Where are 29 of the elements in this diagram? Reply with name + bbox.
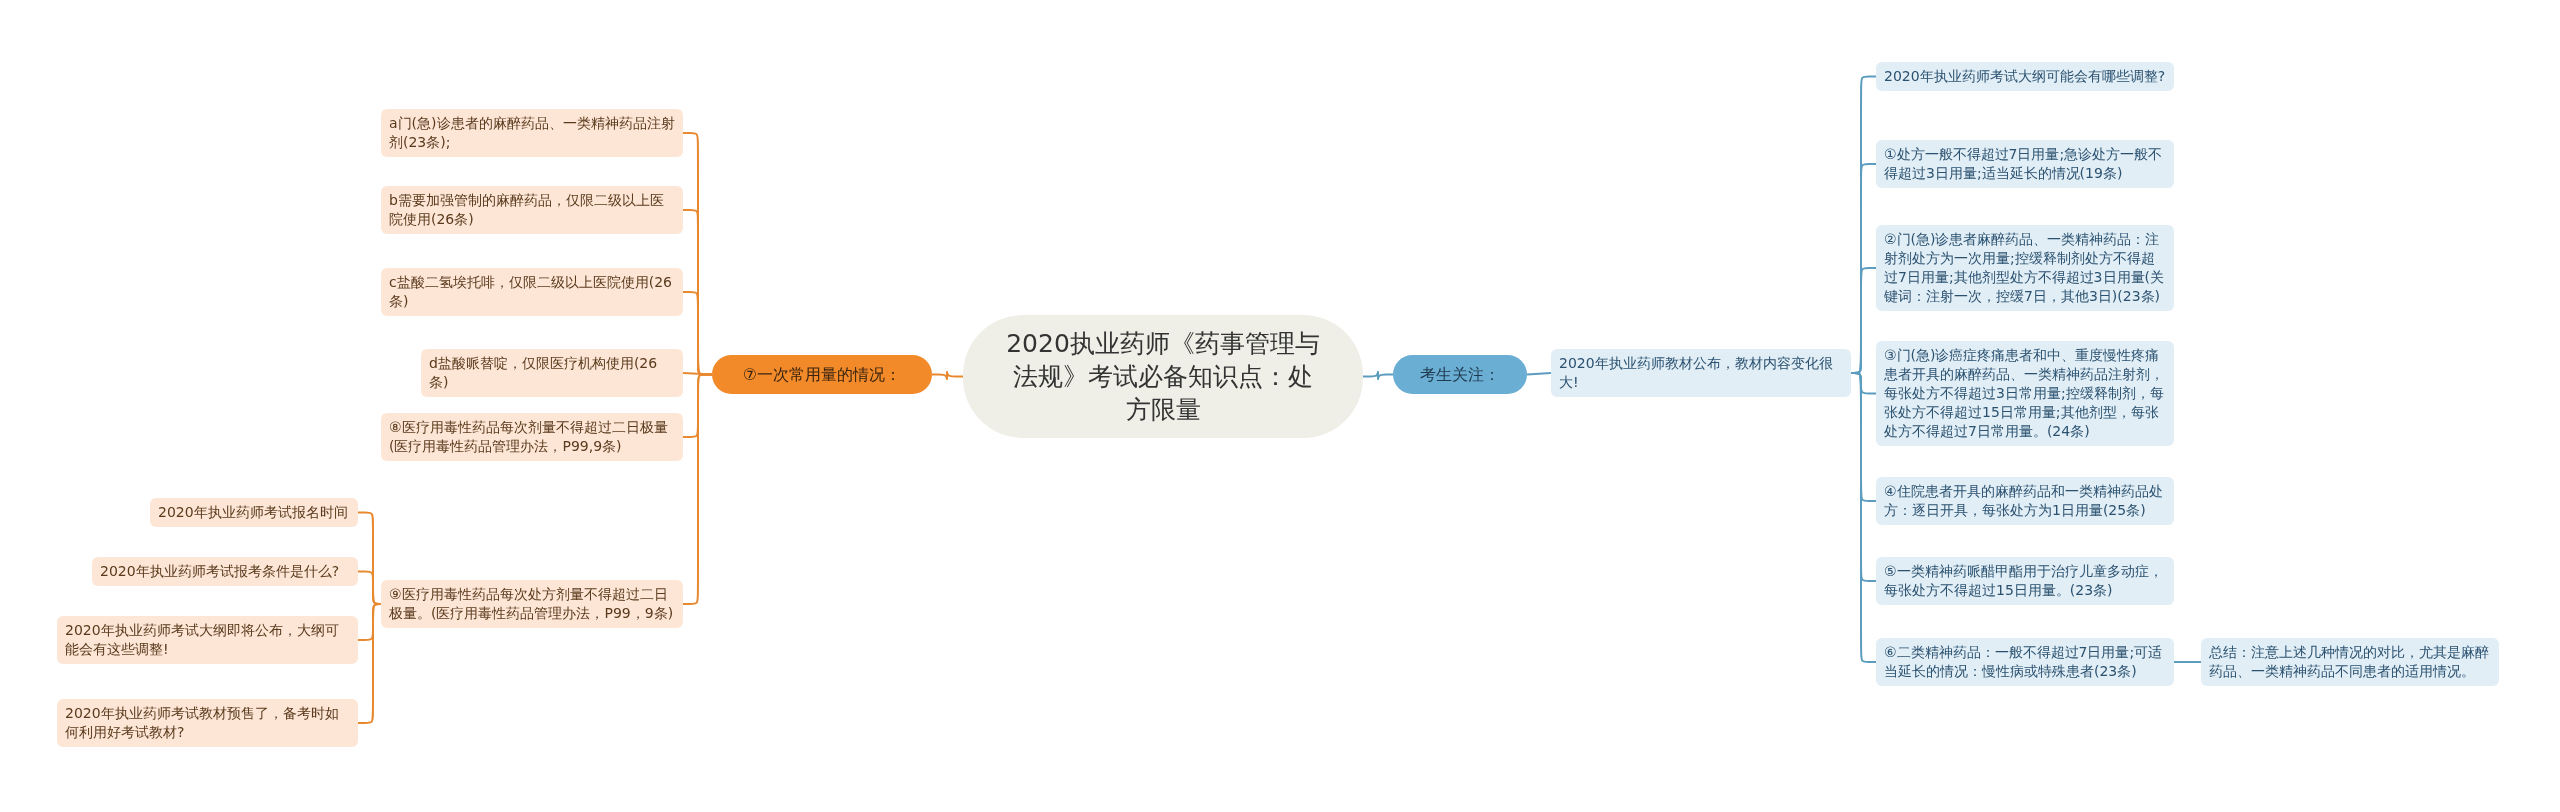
connector	[357, 603, 382, 724]
subtopic-box: ⑨医疗用毒性药品每次处方剂量不得超过二日极量。(医疗用毒性药品管理办法，P99，9条)	[381, 580, 683, 628]
subtopic-box: 总结：注意上述几种情况的对比，尤其是麻醉药品、一类精神药品不同患者的适用情况。	[2201, 638, 2499, 686]
connector	[682, 372, 713, 376]
branch-topic: 考生关注：	[1393, 355, 1527, 394]
subtopic-box: 2020年执业药师考试教材预售了，备考时如何利用好考试教材?	[57, 699, 358, 747]
connector	[1526, 372, 1552, 376]
subtopic-box: c盐酸二氢埃托啡，仅限二级以上医院使用(26条)	[381, 268, 683, 316]
connector	[931, 370, 964, 381]
subtopic-box: ④住院患者开具的麻醉药品和一类精神药品处方：逐日开具，每张处方为1日用量(25条)	[1876, 477, 2174, 525]
subtopic-box: b需要加强管制的麻醉药品，仅限二级以上医院使用(26条)	[381, 186, 683, 234]
subtopic-box: a门(急)诊患者的麻醉药品、一类精神药品注射剂(23条);	[381, 109, 683, 157]
subtopic-box: 2020年执业药师考试报名时间	[150, 498, 358, 527]
subtopic-box: ⑥二类精神药品：一般不得超过7日用量;可适当延长的情况：慢性病或特殊患者(23条)	[1876, 638, 2174, 686]
subtopic-box: 2020年执业药师考试大纲可能会有哪些调整?	[1876, 62, 2174, 91]
connector	[2173, 661, 2202, 663]
subtopic-box: d盐酸哌替啶，仅限医疗机构使用(26条)	[421, 349, 683, 397]
subtopic-box: ⑤一类精神药哌醋甲酯用于治疗儿童多动症，每张处方不得超过15日用量。(23条)	[1876, 557, 2174, 605]
central-topic: 2020执业药师《药事管理与法规》考试必备知识点：处方限量	[963, 315, 1363, 438]
subtopic-box: ⑧医疗用毒性药品每次剂量不得超过二日极量(医疗用毒性药品管理办法，P99,9条)	[381, 413, 683, 461]
subtopic-box: 2020年执业药师考试报考条件是什么?	[92, 557, 358, 586]
subtopic-box: ②门(急)诊患者麻醉药品、一类精神药品：注射剂处方为一次用量;控缓释制剂处方不得超过7日用量;其他剂型处方不得超过3日用量(关键词：注射一次，控缓7日，其他3日)(23条)	[1876, 225, 2174, 311]
branch-topic: ⑦一次常用量的情况：	[712, 355, 932, 394]
subtopic-box: 2020年执业药师教材公布，教材内容变化很大!	[1551, 349, 1851, 397]
subtopic-box: ①处方一般不得超过7日用量;急诊处方一般不得超过3日用量;适当延长的情况(19条)	[1876, 140, 2174, 188]
connector	[682, 373, 713, 605]
subtopic-box: ③门(急)诊癌症疼痛患者和中、重度慢性疼痛患者开具的麻醉药品、一类精神药品注射剂，每张处方不得超过3日常用量;控缓释制剂，每张处方不得超过15日常用量;其他剂型，每张处方不得超过7日常用量。(24条)	[1876, 341, 2174, 446]
connector	[1362, 370, 1394, 381]
subtopic-box: 2020年执业药师考试大纲即将公布，大纲可能会有这些调整!	[57, 616, 358, 664]
